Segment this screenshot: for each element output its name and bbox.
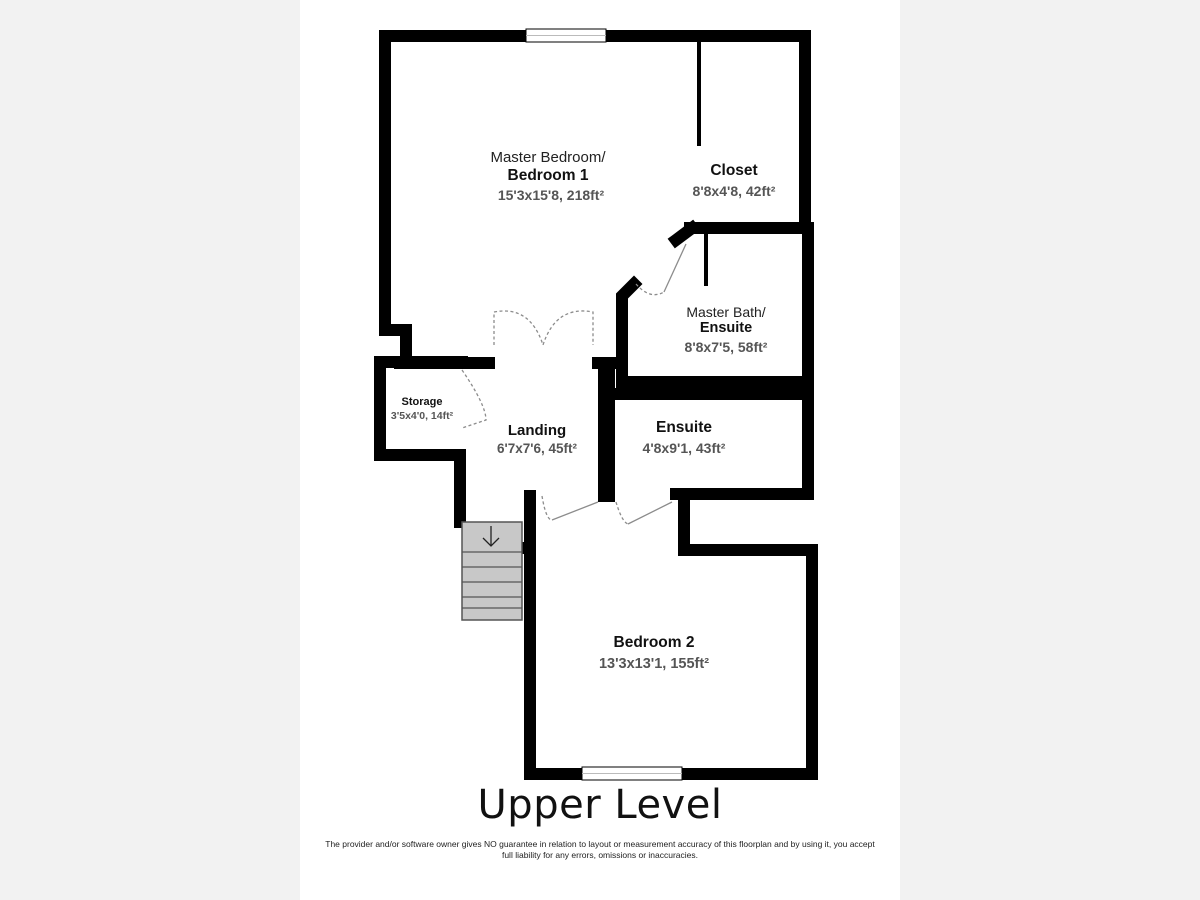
closet-dims: 8'8x4'8, 42ft² (693, 183, 776, 199)
disclaimer-line2: full liability for any errors, omissions… (501, 850, 699, 860)
master-bath-name-line2: Ensuite (700, 320, 752, 336)
storage-dims: 3'5x4'0, 14ft² (391, 410, 454, 422)
door-storage (461, 369, 487, 429)
wall-ensuite (609, 388, 814, 500)
door-leaves (551, 243, 687, 525)
wall-bedroom2 (524, 490, 818, 780)
ensuite-dims: 4'8x9'1, 43ft² (643, 440, 726, 456)
wall-bath-right (616, 222, 814, 388)
wall-storage (374, 356, 468, 461)
door-leaf-bedroom2 (551, 501, 599, 521)
master-bedroom-dims: 15'3x15'8, 218ft² (498, 187, 605, 203)
master-bedroom-name-line1: Master Bedroom/ (490, 149, 606, 166)
doors (461, 283, 665, 525)
door-leaf-bath (663, 243, 687, 293)
door-bedroom2 (541, 495, 553, 521)
master-bath-dims: 8'8x7'5, 58ft² (685, 339, 768, 355)
master-bedroom-name-line2: Bedroom 1 (508, 167, 589, 184)
master-bath-name-line1: Master Bath/ (686, 304, 765, 320)
door-leaf-ensuite (627, 501, 673, 525)
landing-name: Landing (508, 422, 566, 439)
landing-dims: 6'7x7'6, 45ft² (497, 441, 577, 456)
ensuite-name: Ensuite (656, 419, 712, 436)
staircase (461, 521, 523, 621)
room-labels: Master Bedroom/ Bedroom 1 15'3x15'8, 218… (391, 149, 776, 672)
door-ensuite (615, 501, 629, 525)
bedroom2-dims: 13'3x13'1, 155ft² (599, 656, 709, 672)
closet-name: Closet (710, 162, 757, 179)
wall-master-bedroom-step (379, 324, 412, 368)
storage-name: Storage (402, 396, 443, 408)
door-master-bedroom-double (493, 310, 594, 348)
wall-bath-left (616, 275, 643, 388)
down-arrow-icon (482, 526, 500, 547)
disclaimer-line1: The provider and/or software owner gives… (325, 839, 875, 849)
plan-title: Upper Level (477, 782, 723, 828)
door-master-bath (635, 283, 665, 296)
wall-landing-ensuite-divider (598, 362, 615, 502)
walls (374, 30, 818, 780)
wall-bath-door-jamb (667, 219, 701, 249)
stair-block (461, 521, 523, 621)
bedroom2-name: Bedroom 2 (614, 634, 695, 651)
disclaimer: The provider and/or software owner gives… (300, 839, 900, 861)
